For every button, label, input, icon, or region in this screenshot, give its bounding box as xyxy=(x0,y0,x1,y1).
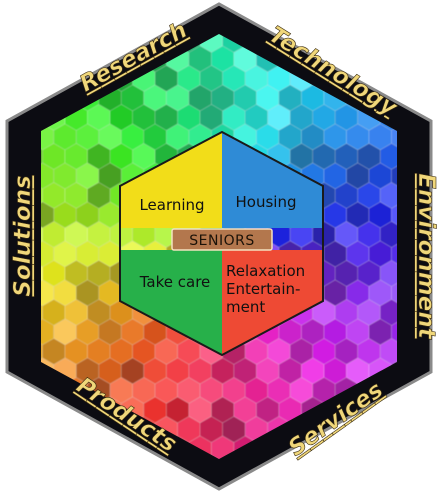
honeycomb-cell xyxy=(379,34,397,54)
honeycomb-cell xyxy=(99,7,122,33)
seniors-badge xyxy=(171,228,273,251)
honeycomb-cell xyxy=(41,34,43,54)
honeycomb-cell xyxy=(391,435,397,459)
honeycomb-cell xyxy=(312,454,336,459)
honeycomb-cell xyxy=(392,7,415,33)
honeycomb-cell xyxy=(9,7,32,33)
honeycomb-cell xyxy=(41,415,43,444)
honeycomb-cell xyxy=(53,435,77,459)
center-hexagon-outline xyxy=(119,130,324,357)
label-take-care: Take care xyxy=(139,273,211,291)
honeycomb-cell xyxy=(41,435,55,459)
honeycomb-cell xyxy=(334,454,359,459)
honeycomb-cell xyxy=(41,454,43,459)
honeycomb-field xyxy=(9,7,426,482)
honeycomb-cell xyxy=(357,454,381,459)
honeycomb-cell xyxy=(98,435,122,459)
honeycomb-cell xyxy=(53,45,77,73)
honeycomb-cell xyxy=(334,34,359,54)
honeycomb-cell xyxy=(31,7,54,33)
honeycomb-cell xyxy=(391,45,397,73)
honeycomb-cell xyxy=(41,45,55,73)
edge-label-solutions: Solutions xyxy=(10,175,36,296)
edge-label-environment: Environment xyxy=(413,173,438,339)
sector-take-care xyxy=(120,250,222,355)
honeycomb-cell xyxy=(109,454,134,459)
honeycomb-cell xyxy=(42,415,66,444)
label-learning: Learning xyxy=(139,196,204,214)
honeycomb-cell xyxy=(379,454,397,459)
honeycomb-cell xyxy=(87,454,111,459)
honeycomb-cell xyxy=(76,7,99,33)
honeycomb-cell xyxy=(9,436,32,462)
seniors-label: SENIORS xyxy=(189,233,254,249)
honeycomb-cell xyxy=(368,435,392,459)
label-relaxation: Relaxation xyxy=(226,262,305,280)
sector-relaxation xyxy=(222,250,323,355)
honeycomb-cell xyxy=(369,7,392,33)
sector-learning xyxy=(120,132,222,228)
honeycomb-cell xyxy=(75,435,100,459)
honeycomb-cell xyxy=(42,454,66,459)
honeycomb-cell xyxy=(403,27,426,53)
honeycomb-cell xyxy=(42,64,66,93)
honeycomb-cell xyxy=(132,454,156,459)
honeycomb-cell xyxy=(302,7,325,33)
honeycomb-cell xyxy=(357,34,381,54)
honeycomb-cell xyxy=(41,396,55,424)
honeycomb-cell xyxy=(54,7,77,33)
honeycomb-cell xyxy=(379,415,397,444)
honeycomb-cell xyxy=(403,456,426,482)
honeycomb-cell xyxy=(64,34,88,54)
honeycomb-cell xyxy=(346,435,370,459)
honeycomb-cell xyxy=(391,396,397,424)
honeycomb-cell xyxy=(64,454,88,459)
sector-housing xyxy=(222,132,323,228)
honeycomb-cell xyxy=(403,66,426,92)
honeycomb-cell xyxy=(9,397,32,423)
label-entertainment: Entertain- xyxy=(226,280,300,298)
honeycomb-cell xyxy=(87,34,111,54)
label-entertainment-cont: ment xyxy=(226,298,265,316)
honeycomb-cell xyxy=(347,7,370,33)
label-housing: Housing xyxy=(236,193,297,211)
honeycomb-cell xyxy=(379,64,397,93)
center-hexagon: Learning Housing Take care Relaxation En… xyxy=(119,130,324,357)
honeycomb-cell xyxy=(9,85,32,111)
honeycomb-cell xyxy=(9,46,32,72)
honeycomb-cell xyxy=(403,417,426,443)
honeycomb-cell xyxy=(357,415,381,444)
honeycomb-cell xyxy=(42,34,66,54)
honeycomb-cell xyxy=(368,45,392,73)
honeycomb-cell xyxy=(41,64,43,93)
honeycomb-cell xyxy=(64,415,88,444)
honeycomb-cell xyxy=(121,7,144,33)
honeycomb-cell xyxy=(324,7,347,33)
